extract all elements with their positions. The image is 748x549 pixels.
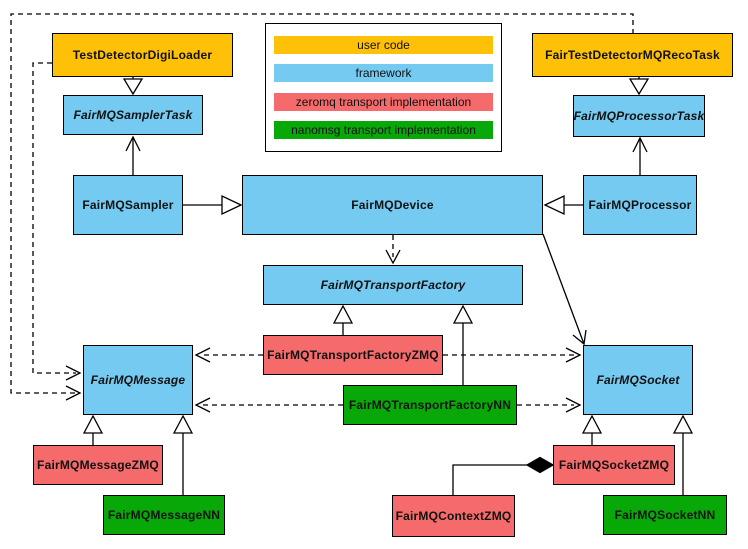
inheritance-arrow: [332, 304, 354, 335]
legend-item-nanomsg: nanomsg transport implementation: [274, 120, 493, 139]
inheritance-arrow: [183, 194, 243, 216]
dependency-arrow: [194, 347, 263, 363]
inheritance-arrow: [172, 414, 194, 495]
legend-item-zeromq: zeromq transport implementation: [274, 92, 493, 111]
class-box-fairmqmessagenn: FairMQMessageNN: [103, 495, 225, 535]
inheritance-arrow: [581, 414, 603, 445]
dependency-arrow: [194, 397, 343, 413]
class-box-fairmqdevice: FairMQDevice: [242, 175, 543, 235]
class-box-fairmqsampler: FairMQSampler: [73, 175, 183, 235]
class-box-fairtestdetectormqrecotask: FairTestDetectorMQRecoTask: [532, 33, 733, 77]
class-box-fairmqsocketzmq: FairMQSocketZMQ: [553, 445, 675, 485]
class-box-fairmqtransportfactorynn: FairMQTransportFactoryNN: [343, 385, 517, 425]
inheritance-arrow: [628, 77, 650, 96]
legend: user code framework zeromq transport imp…: [265, 23, 502, 152]
dependency-arrow: [517, 397, 582, 413]
association-arrow: [125, 135, 141, 175]
inheritance-arrow: [122, 77, 144, 96]
inheritance-arrow: [543, 194, 583, 216]
dependency-arrow: [385, 235, 401, 265]
class-box-fairmqtransportfactoryzmq: FairMQTransportFactoryZMQ: [263, 335, 443, 375]
class-box-testdetectordigiloader: TestDetectorDigiLoader: [52, 33, 233, 77]
class-box-fairmqprocessortask: FairMQProcessorTask: [573, 95, 705, 137]
association-arrow: [542, 233, 587, 346]
composition-connector: [452, 456, 555, 495]
class-box-fairmqmessagezmq: FairMQMessageZMQ: [33, 445, 163, 485]
association-arrow: [632, 136, 648, 175]
class-box-fairmqprocessor: FairMQProcessor: [583, 175, 697, 235]
dependency-arrow: [443, 347, 582, 363]
inheritance-arrow: [452, 304, 474, 385]
class-box-fairmqmessage: FairMQMessage: [83, 345, 193, 415]
inheritance-arrow: [82, 414, 104, 445]
legend-item-user-code: user code: [274, 36, 493, 54]
inheritance-arrow: [672, 414, 694, 495]
class-box-fairmqtransportfactory: FairMQTransportFactory: [263, 265, 523, 305]
legend-item-framework: framework: [274, 64, 493, 83]
class-box-fairmqsocketnn: FairMQSocketNN: [603, 495, 727, 535]
composition-diamond-icon: [525, 456, 555, 474]
class-box-fairmqsocket: FairMQSocket: [583, 345, 693, 415]
class-box-fairmqcontextzmq: FairMQContextZMQ: [392, 495, 515, 537]
class-box-fairmqsamplertask: FairMQSamplerTask: [63, 95, 203, 135]
